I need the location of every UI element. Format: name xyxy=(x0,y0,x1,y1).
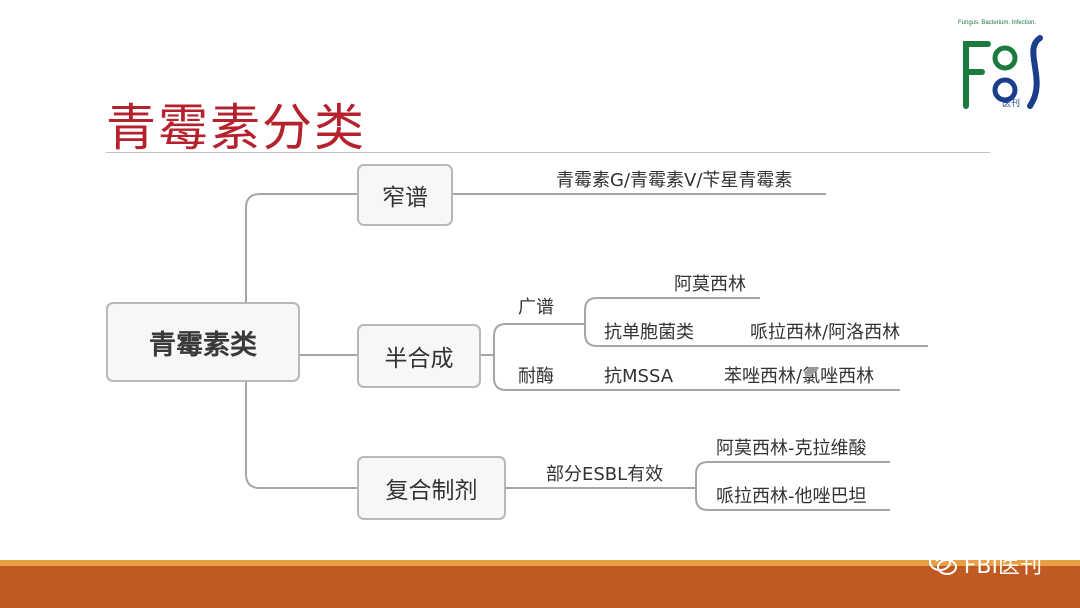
oxacillin-cloxacillin-label: 苯唑西林/氯唑西林 xyxy=(724,366,875,387)
logo-tagline: Fungus. Bacterium. Infection. xyxy=(958,20,1037,26)
narrow-drugs-label: 青霉素G/青霉素V/苄星青霉素 xyxy=(556,170,793,191)
semi-synthetic-node: 半合成 xyxy=(357,324,481,388)
fbi-logo: Fungus. Bacterium. Infection. 医刊 xyxy=(958,20,1070,112)
fbi-logo-mark xyxy=(963,35,1043,109)
title-divider xyxy=(106,152,990,153)
narrow-spectrum-node: 窄谱 xyxy=(357,164,453,226)
piperacillin-tazobactam-label: 哌拉西林-他唑巴坦 xyxy=(716,486,867,507)
wechat-watermark: FBI医刊 xyxy=(928,548,1042,580)
root-node: 青霉素类 xyxy=(106,302,300,382)
amoxicillin-clavulanate-label: 阿莫西林-克拉维酸 xyxy=(716,438,867,459)
amoxicillin-label: 阿莫西林 xyxy=(674,274,746,295)
esbl-note-label: 部分ESBL有效 xyxy=(546,464,664,485)
combination-node: 复合制剂 xyxy=(357,456,506,520)
anti-mssa-label: 抗MSSA xyxy=(604,366,674,387)
enzyme-resistant-label: 耐酶 xyxy=(518,366,554,387)
page-title: 青霉素分类 xyxy=(106,99,366,157)
watermark-text: FBI医刊 xyxy=(963,554,1042,579)
wechat-icon xyxy=(928,553,957,575)
antipseudomonal-label: 抗单胞菌类 xyxy=(604,322,694,343)
logo-brand-text: 医刊 xyxy=(1002,99,1021,109)
broad-spectrum-label: 广谱 xyxy=(518,297,554,318)
footer-accent-stripe xyxy=(0,560,1080,566)
footer-band xyxy=(0,566,1080,608)
piperacillin-azlocillin-label: 哌拉西林/阿洛西林 xyxy=(750,322,901,343)
